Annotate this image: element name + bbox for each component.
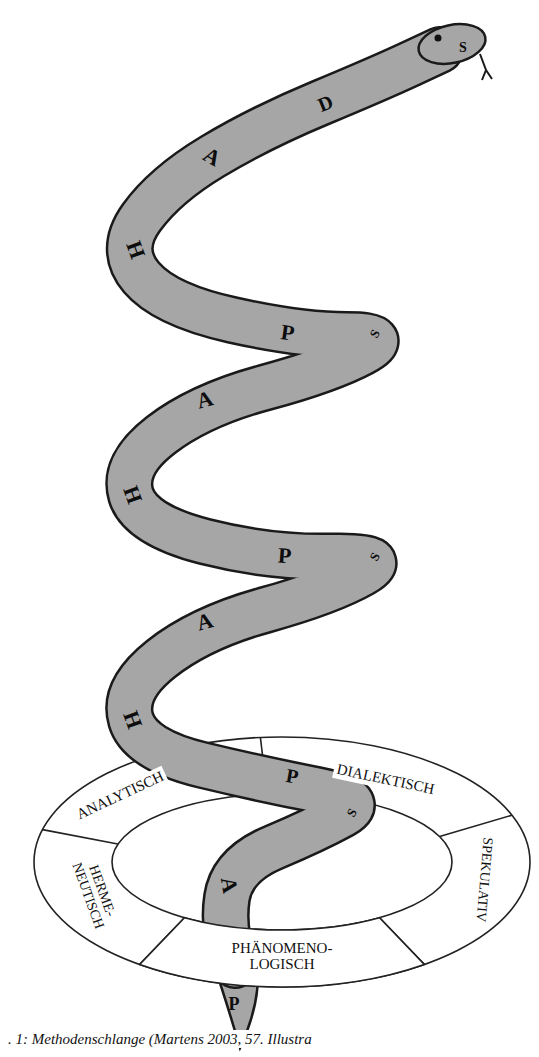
snake-letter: A xyxy=(194,387,215,412)
snake-body xyxy=(129,50,440,965)
snake-letter: A xyxy=(200,144,225,171)
ring-segment: ANALYTISCH xyxy=(71,765,170,824)
segment-label: PHÄNOMENO- LOGISCH xyxy=(232,940,333,973)
segment-label: ANALYTISCH xyxy=(74,768,166,822)
snake-letter: P xyxy=(280,321,296,345)
snake-letter: P xyxy=(278,545,293,568)
ring-front-segment xyxy=(140,918,425,987)
snake-letter: S xyxy=(345,806,360,819)
snake-letter: H xyxy=(120,483,147,507)
ring-segment: DIALEKTISCH xyxy=(333,759,440,799)
snake-tongue xyxy=(480,54,492,80)
snake-letter: P xyxy=(229,995,240,1013)
snake-letter: P xyxy=(284,765,300,787)
snake-head xyxy=(415,18,489,69)
snake-letter: A xyxy=(194,609,215,634)
snake-letter: S xyxy=(368,327,383,340)
segment-label: HERME- NEUTISCH xyxy=(69,860,119,930)
figure-caption: . 1: Methodenschlange (Martens 2003, 57.… xyxy=(6,1030,314,1048)
snake-letter: H xyxy=(123,238,150,262)
snake-body-outline xyxy=(129,50,440,965)
snake-letter: H xyxy=(120,708,147,732)
snake-letter: S xyxy=(459,41,467,55)
snake-letter: D xyxy=(315,91,336,115)
ring-segment: HERME- NEUTISCH xyxy=(64,844,126,942)
ring-segment: PHÄNOMENO- LOGISCH xyxy=(220,939,344,974)
snake-letter: S xyxy=(368,550,383,563)
snake-letter: A xyxy=(217,875,241,894)
segment-label: SPEKULATIV xyxy=(473,837,495,923)
ring-segment: SPEKULATIV xyxy=(471,834,496,926)
segment-label: DIALEKTISCH xyxy=(336,761,436,797)
snake-eye xyxy=(435,35,442,42)
